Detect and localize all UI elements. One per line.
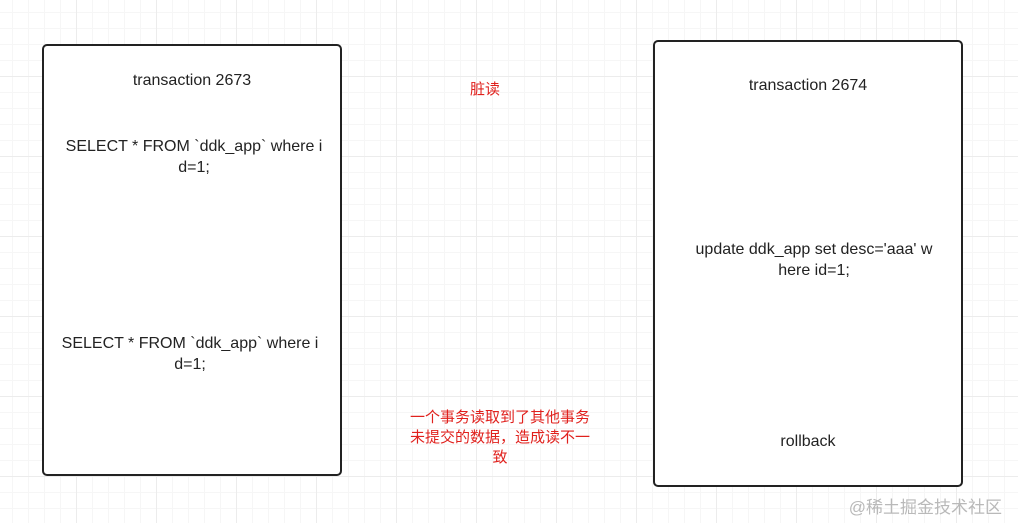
transaction-2674-title: transaction 2674 xyxy=(748,77,868,94)
transaction-2673-box: transaction 2673 SELECT * FROM `ddk_app`… xyxy=(42,44,342,476)
transaction-2674-rollback: rollback xyxy=(780,433,836,450)
transaction-2673-title: transaction 2673 xyxy=(132,72,252,89)
transaction-2674-update-query: update ddk_app set desc='aaa' w here id=… xyxy=(695,241,933,279)
transaction-2674-box: transaction 2674 update ddk_app set desc… xyxy=(653,40,963,487)
watermark: @稀土掘金技术社区 xyxy=(848,498,1002,517)
transaction-2673-select-query-2: SELECT * FROM `ddk_app` where i d=1; xyxy=(61,335,319,373)
dirty-read-label: 脏读 xyxy=(469,81,500,98)
dirty-read-description: 一个事务读取到了其他事务 未提交的数据，造成读不一 致 xyxy=(409,409,590,466)
transaction-2673-select-query-1: SELECT * FROM `ddk_app` where i d=1; xyxy=(65,138,323,176)
